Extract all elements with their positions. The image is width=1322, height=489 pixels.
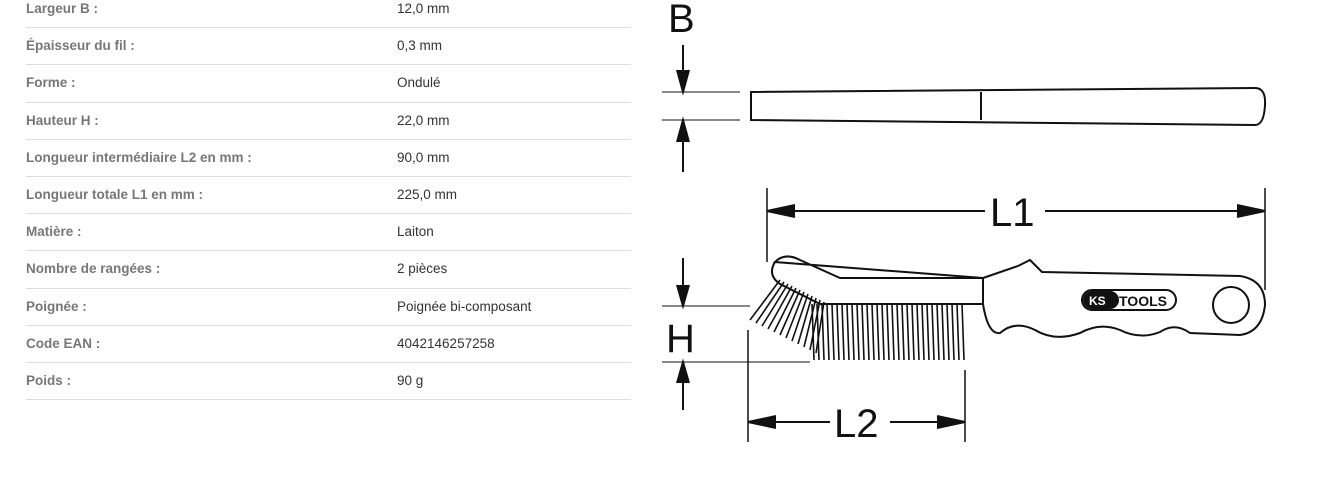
spec-label: Nombre de rangées : xyxy=(26,261,161,277)
spec-row: Code EAN : 4042146257258 xyxy=(26,326,631,363)
spec-value: 4042146257258 xyxy=(397,335,495,351)
spec-label: Longueur intermédiaire L2 en mm : xyxy=(26,149,252,165)
dim-b xyxy=(662,45,740,172)
spec-label: Épaisseur du fil : xyxy=(26,38,135,54)
spec-row: Longueur totale L1 en mm : 225,0 mm xyxy=(26,177,631,215)
spec-value: Poignée bi-composant xyxy=(397,298,532,314)
spec-row: Matière : Laiton xyxy=(26,214,631,252)
spec-value: Laiton xyxy=(397,224,434,240)
spec-row: Poignée : Poignée bi-composant xyxy=(26,289,631,326)
spec-row: Épaisseur du fil : 0,3 mm xyxy=(26,28,631,66)
dim-l2 xyxy=(747,330,966,442)
spec-value: 22,0 mm xyxy=(397,112,450,128)
spec-value: 90 g xyxy=(397,372,424,388)
spec-row: Hauteur H : 22,0 mm xyxy=(26,103,631,140)
dim-l1-label: L1 xyxy=(990,191,1035,235)
dim-b-label: B xyxy=(668,0,695,41)
bristles xyxy=(749,279,965,361)
dim-l1 xyxy=(766,188,1266,290)
dim-l2-label: L2 xyxy=(834,402,879,446)
spec-label: Matière : xyxy=(26,224,82,240)
spec-label: Poignée : xyxy=(26,298,87,314)
spec-row: Nombre de rangées : 2 pièces xyxy=(26,251,631,289)
spec-value: 2 pièces xyxy=(397,261,448,277)
spec-row: Largeur B : 12,0 mm xyxy=(26,0,631,29)
spec-value: Ondulé xyxy=(397,75,441,91)
svg-text:TOOLS: TOOLS xyxy=(1119,293,1167,309)
spec-label: Code EAN : xyxy=(26,335,101,351)
spec-row: Poids : 90 g xyxy=(26,363,631,401)
spec-row: Longueur intermédiaire L2 en mm : 90,0 mm xyxy=(26,140,631,177)
spec-label: Largeur B : xyxy=(26,1,99,16)
spec-row: Forme : Ondulé xyxy=(26,65,631,103)
spec-label: Hauteur H : xyxy=(26,112,99,128)
spec-label: Longueur totale L1 en mm : xyxy=(26,186,204,202)
spec-table: Largeur B : 12,0 mm Épaisseur du fil : 0,3 … xyxy=(26,0,631,401)
spec-value: 90,0 mm xyxy=(397,149,450,165)
spec-value: 225,0 mm xyxy=(397,186,458,202)
brush-side-view xyxy=(770,255,1267,338)
spec-label: Forme : xyxy=(26,75,76,91)
brand-logo: KS TOOLS xyxy=(1081,289,1177,311)
dim-h-label: H xyxy=(666,317,695,361)
svg-text:KS: KS xyxy=(1089,294,1106,308)
spec-value: 0,3 mm xyxy=(397,38,443,54)
spec-label: Poids : xyxy=(26,372,72,388)
brush-top-view xyxy=(750,86,1267,127)
dim-h xyxy=(662,258,810,410)
spec-value: 12,0 mm xyxy=(397,1,450,16)
